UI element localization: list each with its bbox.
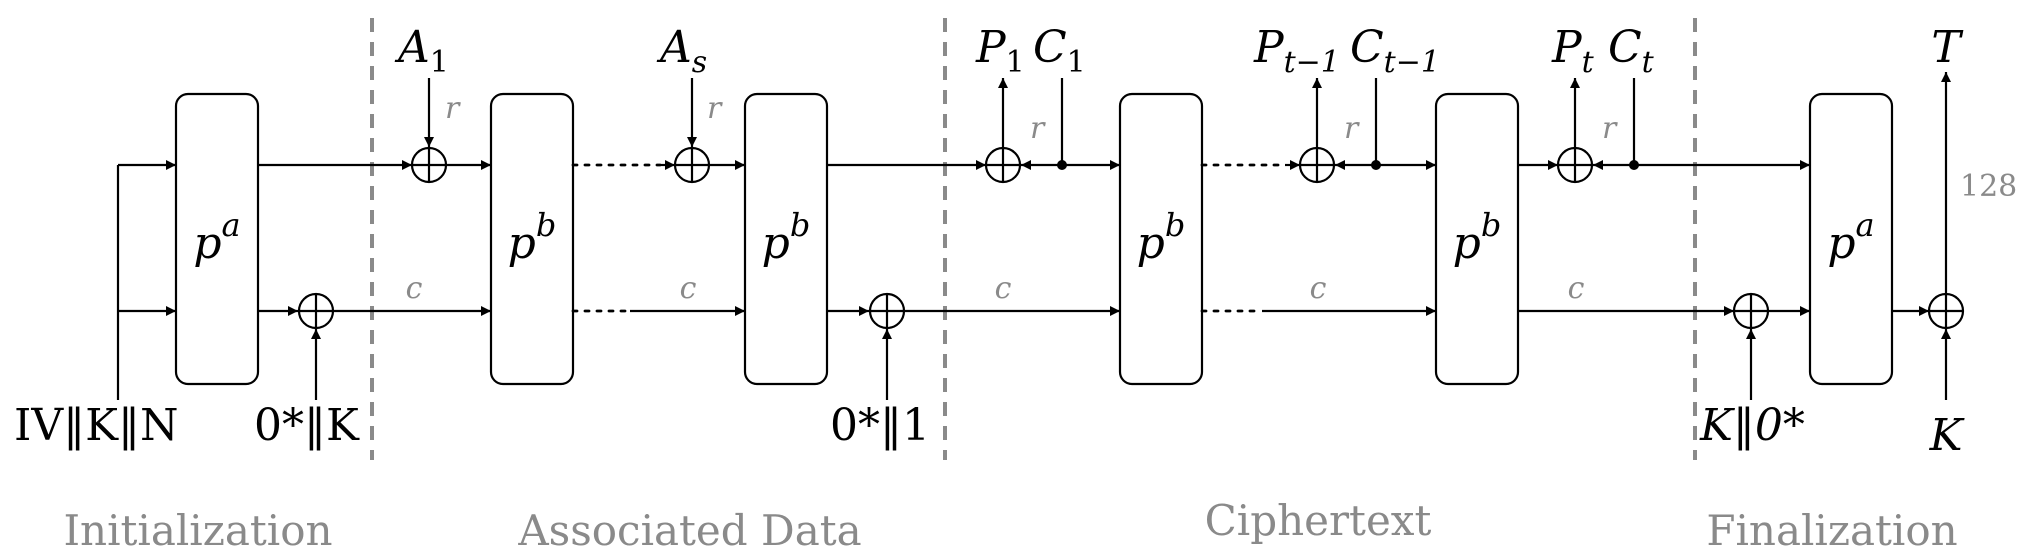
- rate-label: r: [445, 91, 461, 126]
- phase-associated-data: Associated Data: [517, 506, 861, 555]
- permutation-ad2-label: pb: [762, 206, 811, 269]
- permutation-ad2-box: [743, 92, 829, 386]
- capacity-label-5: c: [1568, 271, 1585, 306]
- permutation-ct1-box: [1118, 92, 1204, 386]
- tag-length-label: 128: [1960, 169, 2017, 204]
- permutation-fin-box: [1808, 92, 1894, 386]
- permutation-init-box: [174, 92, 260, 386]
- ct-block-c1: C1: [1033, 22, 1086, 80]
- input-iv-key-nonce: IV‖K‖N: [14, 400, 179, 451]
- permutation-ct1-label: pb: [1137, 206, 1186, 269]
- permutation-fin-label: pa: [1827, 206, 1874, 269]
- rate-label-4: r: [1344, 111, 1360, 146]
- input-zero-key: 0*‖K: [254, 400, 360, 451]
- ad-block-a1: A1: [394, 22, 449, 80]
- ct-block-ct: Ct: [1608, 22, 1655, 80]
- rate-label-2: r: [707, 91, 723, 126]
- ct-block-p1: P1: [975, 22, 1025, 80]
- output-tag: T: [1931, 22, 1964, 73]
- capacity-label-2: c: [680, 271, 697, 306]
- permutation-ct2-box: [1434, 92, 1520, 386]
- ct-block-pt-minus-1: Pt−1: [1253, 22, 1340, 80]
- rate-label-5: r: [1602, 111, 1618, 146]
- input-final-key: K: [1929, 410, 1965, 461]
- phase-finalization: Finalization: [1706, 506, 1957, 555]
- rate-label-3: r: [1030, 111, 1046, 146]
- permutation-ad1-label: pb: [508, 206, 557, 269]
- phase-initialization: Initialization: [63, 506, 332, 555]
- ct-block-ct-minus-1: Ct−1: [1350, 22, 1440, 80]
- input-key-zero: K‖0*: [1699, 400, 1805, 451]
- permutation-ct2-label: pb: [1453, 206, 1502, 269]
- capacity-label-4: c: [1310, 271, 1327, 306]
- input-zero-one: 0*‖1: [830, 400, 930, 451]
- capacity-label: c: [406, 271, 423, 306]
- permutation-init-label: pa: [193, 206, 240, 269]
- ad-block-as: As: [656, 22, 707, 80]
- phase-ciphertext: Ciphertext: [1205, 496, 1432, 545]
- permutation-ad1-box: [489, 92, 575, 386]
- ct-block-pt: Pt: [1551, 22, 1595, 80]
- capacity-label-3: c: [995, 271, 1012, 306]
